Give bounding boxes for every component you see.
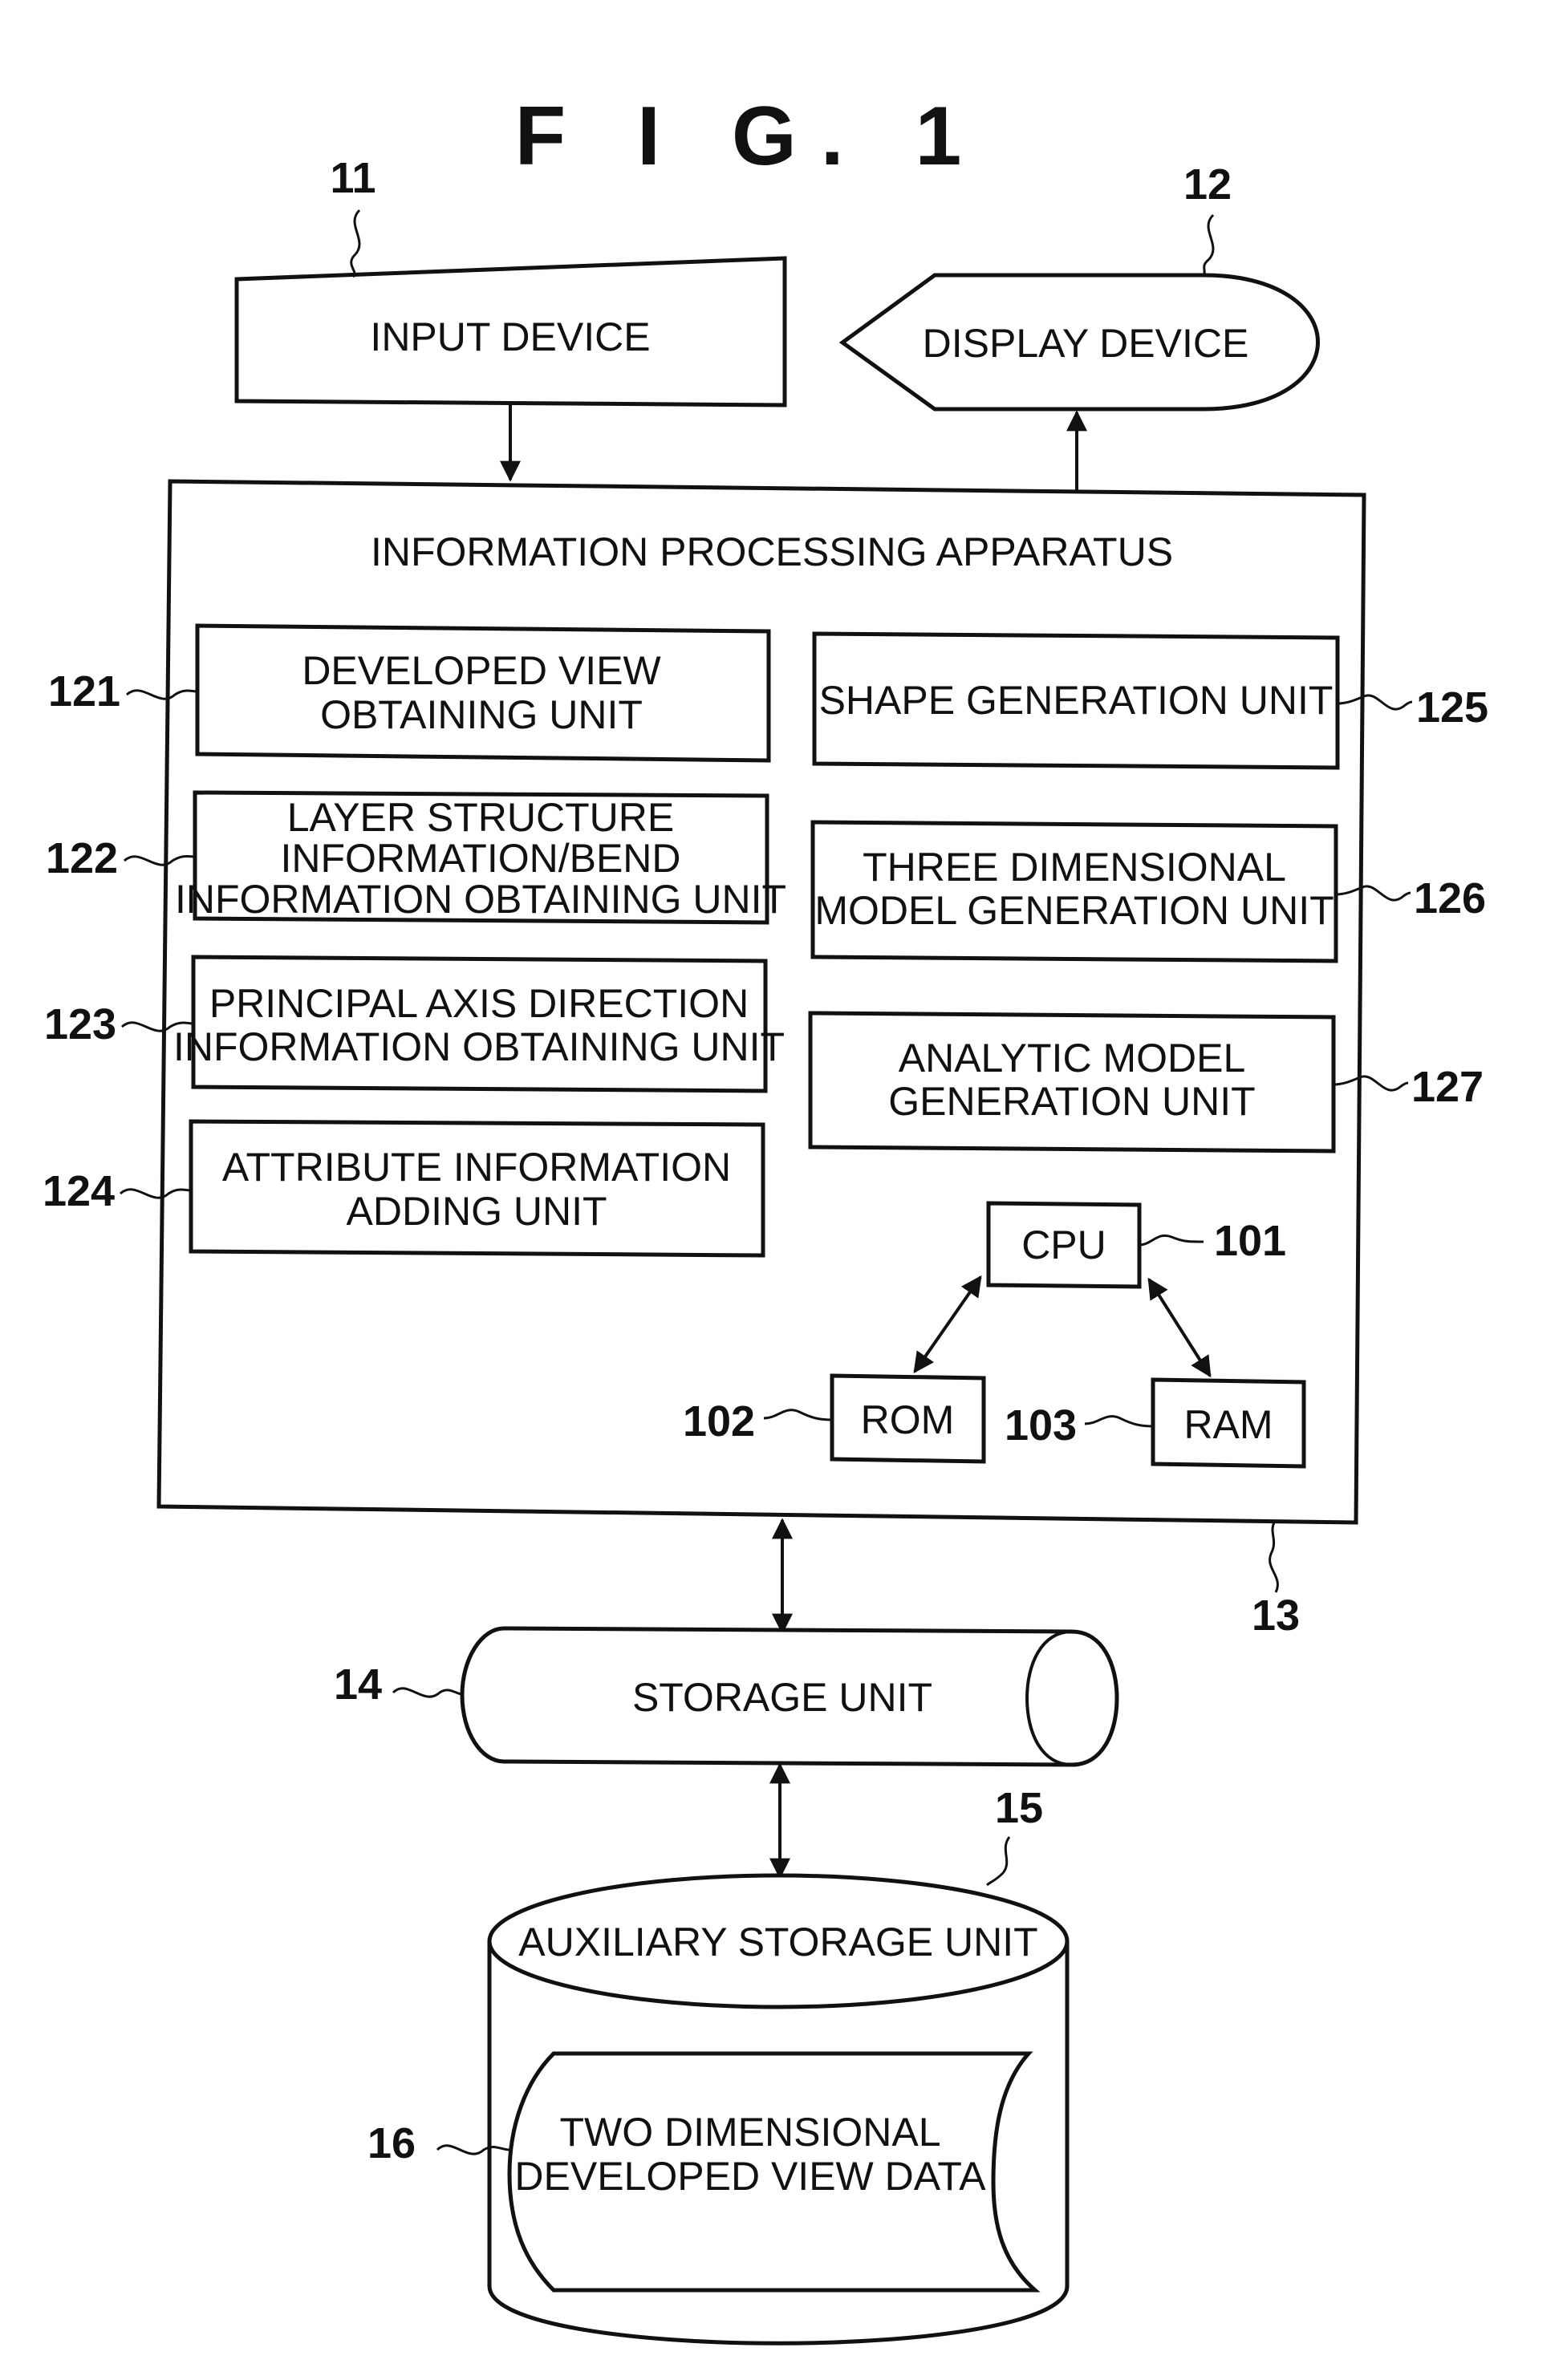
unit-122-ref: 122 <box>46 834 118 882</box>
cpu: CPU <box>989 1203 1139 1287</box>
unit-122-line-2: INFORMATION/BEND <box>280 836 680 881</box>
layer-structure-bend-information-obtaining-unit: LAYER STRUCTURE INFORMATION/BEND INFORMA… <box>175 793 786 922</box>
unit-122-line-1: LAYER STRUCTURE <box>287 795 674 840</box>
unit-121-ref: 121 <box>48 667 120 716</box>
ram-ref: 103 <box>1005 1401 1077 1449</box>
figure-title: F I G. 1 <box>515 90 986 183</box>
unit-123-ref: 123 <box>44 1000 116 1048</box>
storage-unit-leader <box>393 1689 462 1697</box>
developed-view-obtaining-unit: DEVELOPED VIEW OBTAINING UNIT <box>197 626 769 760</box>
unit-124-line-2: ADDING UNIT <box>347 1189 607 1234</box>
two-dimensional-developed-view-data: TWO DIMENSIONAL DEVELOPED VIEW DATA <box>509 2054 1035 2290</box>
unit-125-ref: 125 <box>1416 683 1488 732</box>
unit-126-line-2: MODEL GENERATION UNIT <box>814 888 1334 933</box>
storage-unit-ref: 14 <box>334 1660 382 1709</box>
input-device-ref: 11 <box>330 154 376 202</box>
apparatus-leader <box>1270 1522 1278 1592</box>
storage-unit-label: STORAGE UNIT <box>632 1675 932 1720</box>
rom-ref: 102 <box>683 1397 755 1445</box>
display-device-ref: 12 <box>1183 160 1232 209</box>
input-device-leader <box>351 210 359 277</box>
unit-124-ref: 124 <box>43 1167 115 1215</box>
rom-label: ROM <box>861 1397 955 1442</box>
unit-122-line-3: INFORMATION OBTAINING UNIT <box>175 877 786 922</box>
display-device: DISPLAY DEVICE <box>842 275 1318 409</box>
storage-unit: STORAGE UNIT <box>462 1628 1117 1765</box>
input-device-label: INPUT DEVICE <box>370 314 650 359</box>
apparatus-label: INFORMATION PROCESSING APPARATUS <box>371 529 1173 574</box>
attribute-information-adding-unit: ATTRIBUTE INFORMATION ADDING UNIT <box>191 1121 763 1255</box>
unit-126-line-1: THREE DIMENSIONAL <box>863 845 1286 890</box>
principal-axis-direction-information-obtaining-unit: PRINCIPAL AXIS DIRECTION INFORMATION OBT… <box>173 957 785 1091</box>
unit-121-line-2: OBTAINING UNIT <box>320 692 643 737</box>
dev-data-line-1: TWO DIMENSIONAL <box>559 2110 940 2155</box>
unit-127-line-2: GENERATION UNIT <box>888 1079 1255 1124</box>
shape-generation-unit: SHAPE GENERATION UNIT <box>814 634 1338 768</box>
dev-data-ref: 16 <box>367 2119 416 2167</box>
display-device-label: DISPLAY DEVICE <box>923 321 1249 366</box>
display-device-leader <box>1204 215 1213 275</box>
unit-126-ref: 126 <box>1414 874 1486 922</box>
unit-124-line-1: ATTRIBUTE INFORMATION <box>222 1145 731 1190</box>
unit-127-ref: 127 <box>1411 1063 1484 1111</box>
cpu-ref: 101 <box>1214 1217 1286 1265</box>
analytic-model-generation-unit: ANALYTIC MODEL GENERATION UNIT <box>810 1013 1334 1151</box>
cpu-label: CPU <box>1021 1222 1106 1267</box>
apparatus-ref: 13 <box>1252 1591 1300 1640</box>
input-device: INPUT DEVICE <box>237 258 785 405</box>
unit-127-line-1: ANALYTIC MODEL <box>899 1036 1246 1081</box>
three-dimensional-model-generation-unit: THREE DIMENSIONAL MODEL GENERATION UNIT <box>813 822 1336 961</box>
ram-label: RAM <box>1183 1402 1273 1447</box>
unit-123-line-2: INFORMATION OBTAINING UNIT <box>173 1024 785 1069</box>
aux-storage-label: AUXILIARY STORAGE UNIT <box>518 1920 1037 1964</box>
unit-123-line-1: PRINCIPAL AXIS DIRECTION <box>209 981 749 1026</box>
unit-125-line-1: SHAPE GENERATION UNIT <box>819 678 1334 723</box>
dev-data-line-2: DEVELOPED VIEW DATA <box>514 2154 986 2199</box>
unit-121-line-1: DEVELOPED VIEW <box>302 648 661 693</box>
ram: RAM <box>1153 1380 1304 1466</box>
aux-storage-leader <box>987 1837 1009 1885</box>
aux-storage-ref: 15 <box>995 1784 1043 1832</box>
rom: ROM <box>832 1376 984 1462</box>
